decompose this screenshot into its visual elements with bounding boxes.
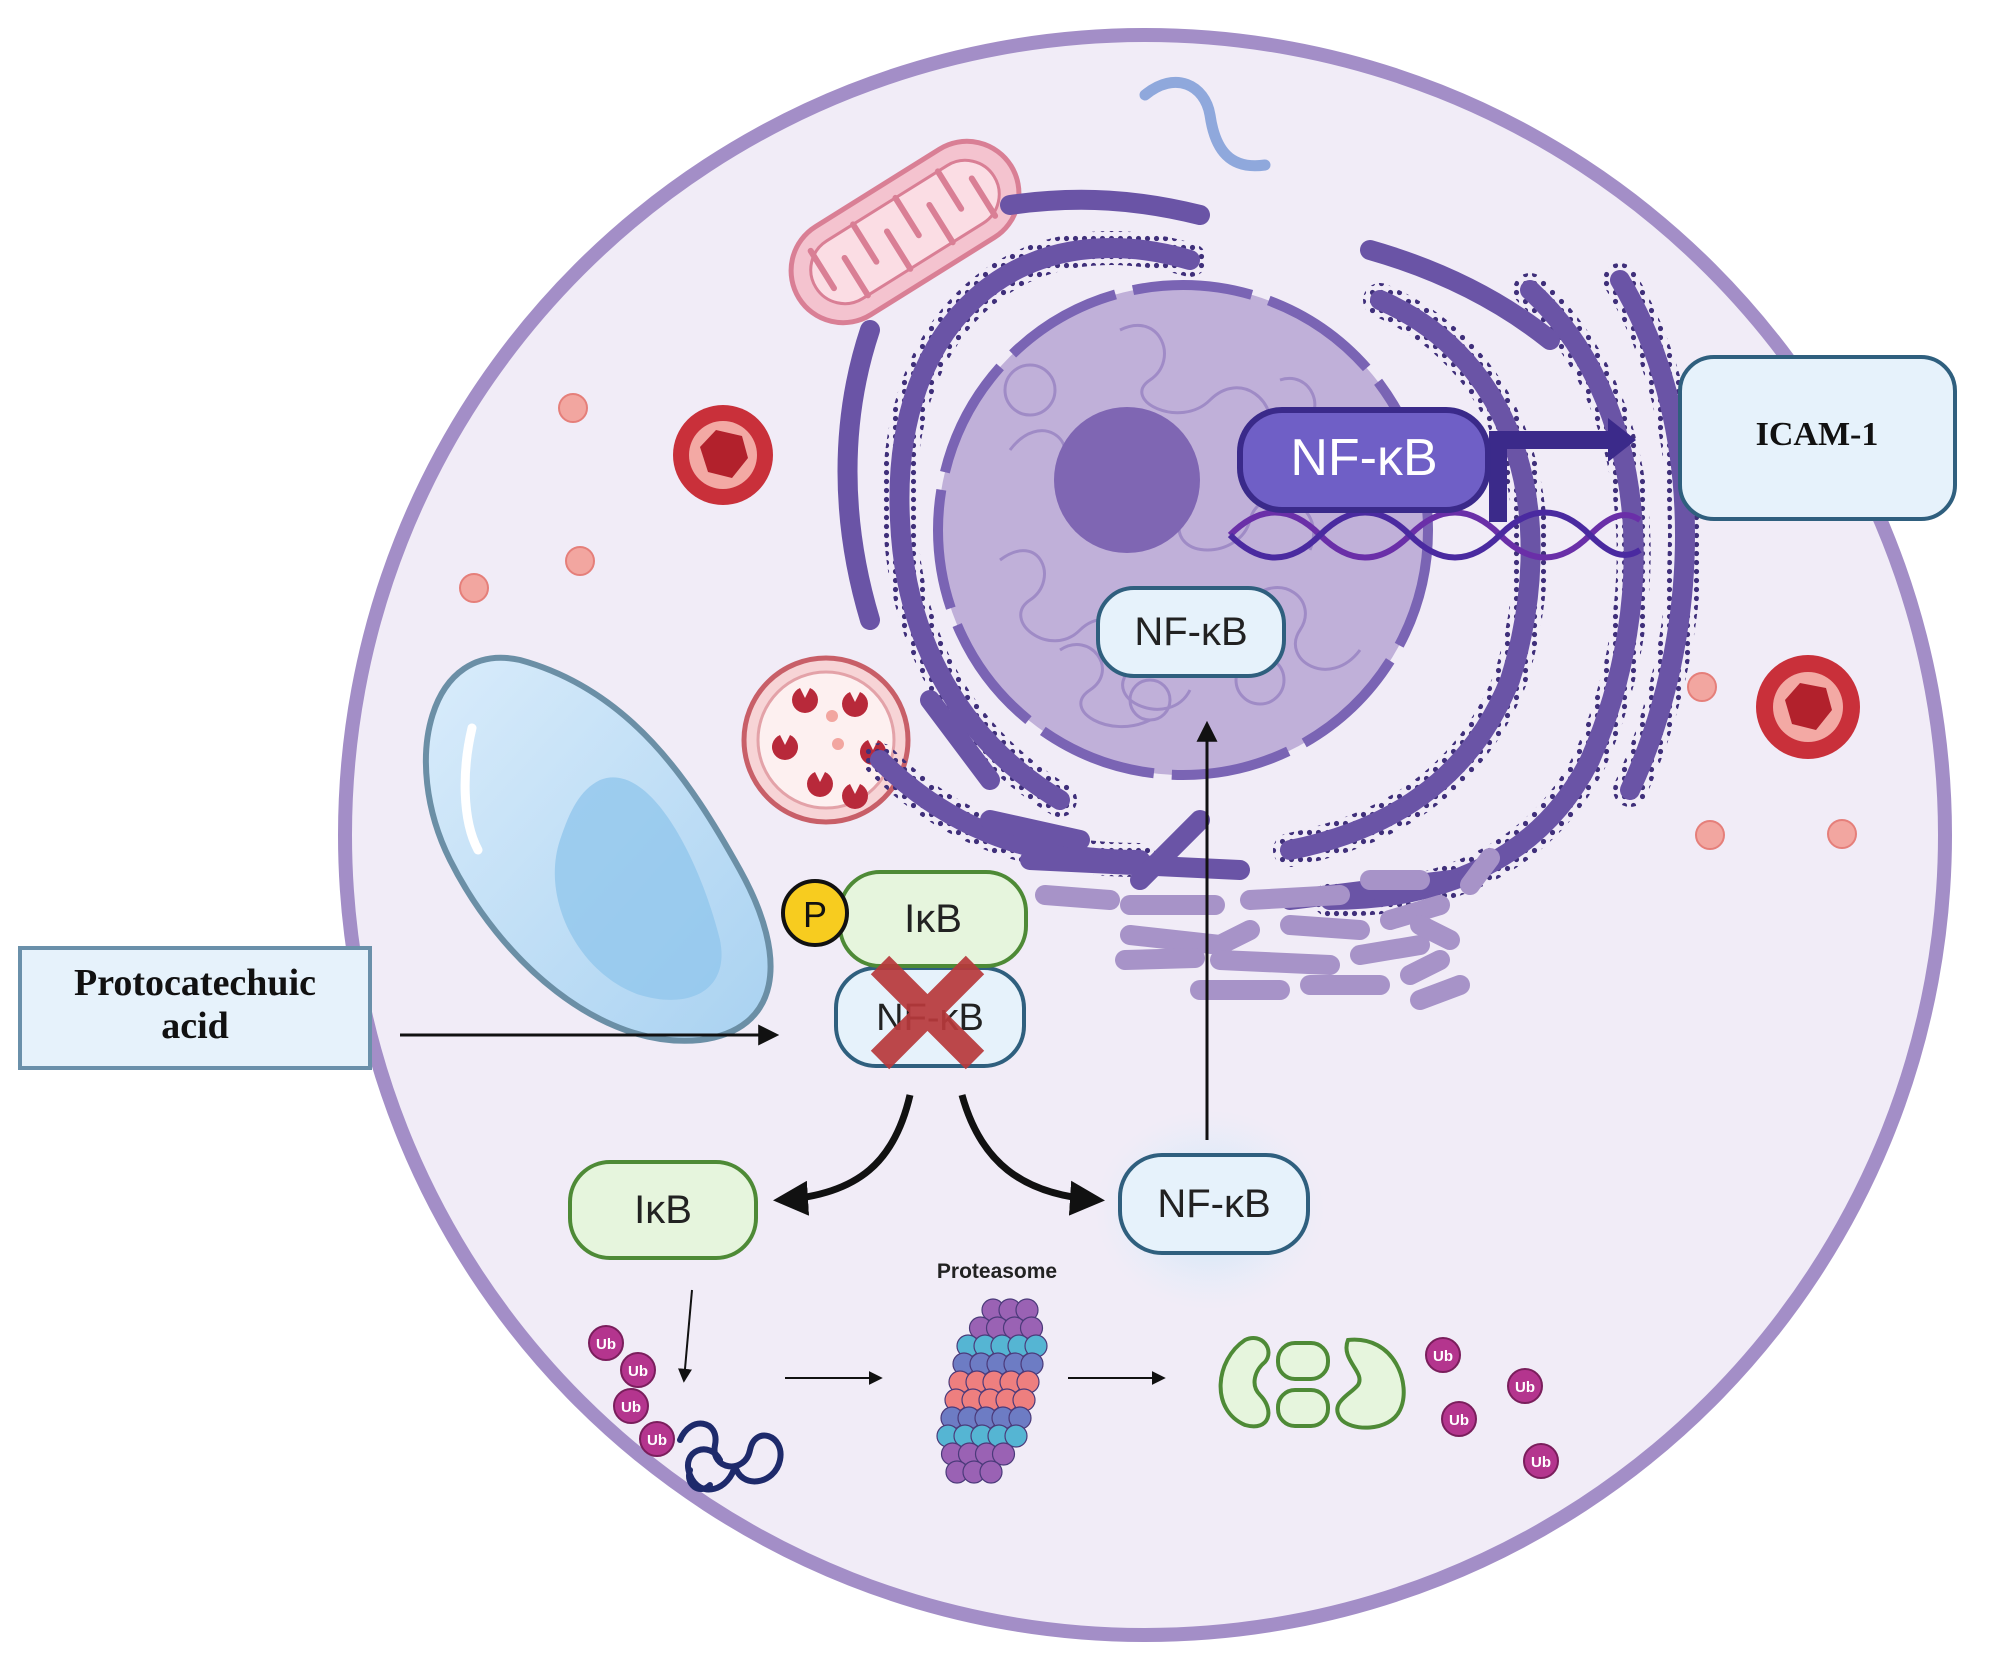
transcription-arrow-icon <box>1489 418 1636 522</box>
degraded-fragments-icon <box>1218 1336 1406 1430</box>
ikb-nfkb-complex: NF-κB IκB P <box>781 870 1028 1068</box>
ikb-complex-label: IκB <box>904 897 962 941</box>
icam-1-label: ICAM-1 <box>1756 416 1879 453</box>
drug-label-line2: acid <box>161 1005 229 1047</box>
proteasome-icon <box>936 1298 1048 1484</box>
ubiquitinated-ikb-icon <box>677 1420 784 1493</box>
svg-text:Ub: Ub <box>1531 1454 1551 1471</box>
nucleolus-icon <box>1054 407 1200 553</box>
inhibit-x-icon <box>870 955 985 1070</box>
proteasome-label: Proteasome <box>937 1260 1057 1283</box>
svg-text:Ub: Ub <box>647 1432 667 1449</box>
lysosome-icon <box>741 655 911 825</box>
vesicle-icon <box>1756 655 1860 759</box>
mrna-icon <box>1139 76 1271 172</box>
vesicle-icon <box>673 405 773 505</box>
nucleus-icon <box>933 280 1433 780</box>
svg-text:Ub: Ub <box>596 1336 616 1353</box>
small-vesicles <box>459 393 1857 850</box>
nfkb-dna-label: NF-κB <box>1290 429 1437 487</box>
golgi-icon <box>1035 848 1500 1010</box>
nfkb-nucleus-label: NF-κB <box>1134 610 1247 654</box>
drug-label-line1: Protocatechuic <box>74 962 316 1004</box>
svg-text:Ub: Ub <box>1433 1348 1453 1365</box>
split-arrow-right <box>958 1094 1105 1216</box>
ikb-free: IκB <box>568 1160 758 1260</box>
vacuole-icon <box>422 654 774 1044</box>
phospho-label: P <box>803 894 827 935</box>
nfkb-free: NF-κB <box>1118 1153 1310 1255</box>
nfkb-dna-bound: NF-κB <box>1237 407 1491 513</box>
phospho-icon <box>781 879 849 947</box>
drug-box: Protocatechuic acid <box>18 946 372 1070</box>
ubiquitination-arrow <box>678 1289 693 1383</box>
svg-text:Ub: Ub <box>1515 1379 1535 1396</box>
split-arrow-left <box>773 1094 914 1216</box>
rough-er-icon <box>837 189 1702 917</box>
icam-1-box: ICAM-1 <box>1678 355 1957 521</box>
ubiquitin-icon: Ub Ub Ub Ub <box>588 1325 675 1457</box>
free-ubiquitin-icon: Ub Ub Ub Ub <box>1425 1337 1559 1479</box>
svg-text:Ub: Ub <box>621 1399 641 1416</box>
ikb-free-label: IκB <box>634 1188 692 1232</box>
mitochondrion-icon <box>788 138 1022 326</box>
dna-icon <box>1227 509 1642 561</box>
nfkb-free-label: NF-κB <box>1157 1182 1270 1226</box>
svg-text:Ub: Ub <box>1449 1412 1469 1429</box>
svg-text:Ub: Ub <box>628 1363 648 1380</box>
nfkb-nucleus: NF-κB <box>1096 586 1286 678</box>
